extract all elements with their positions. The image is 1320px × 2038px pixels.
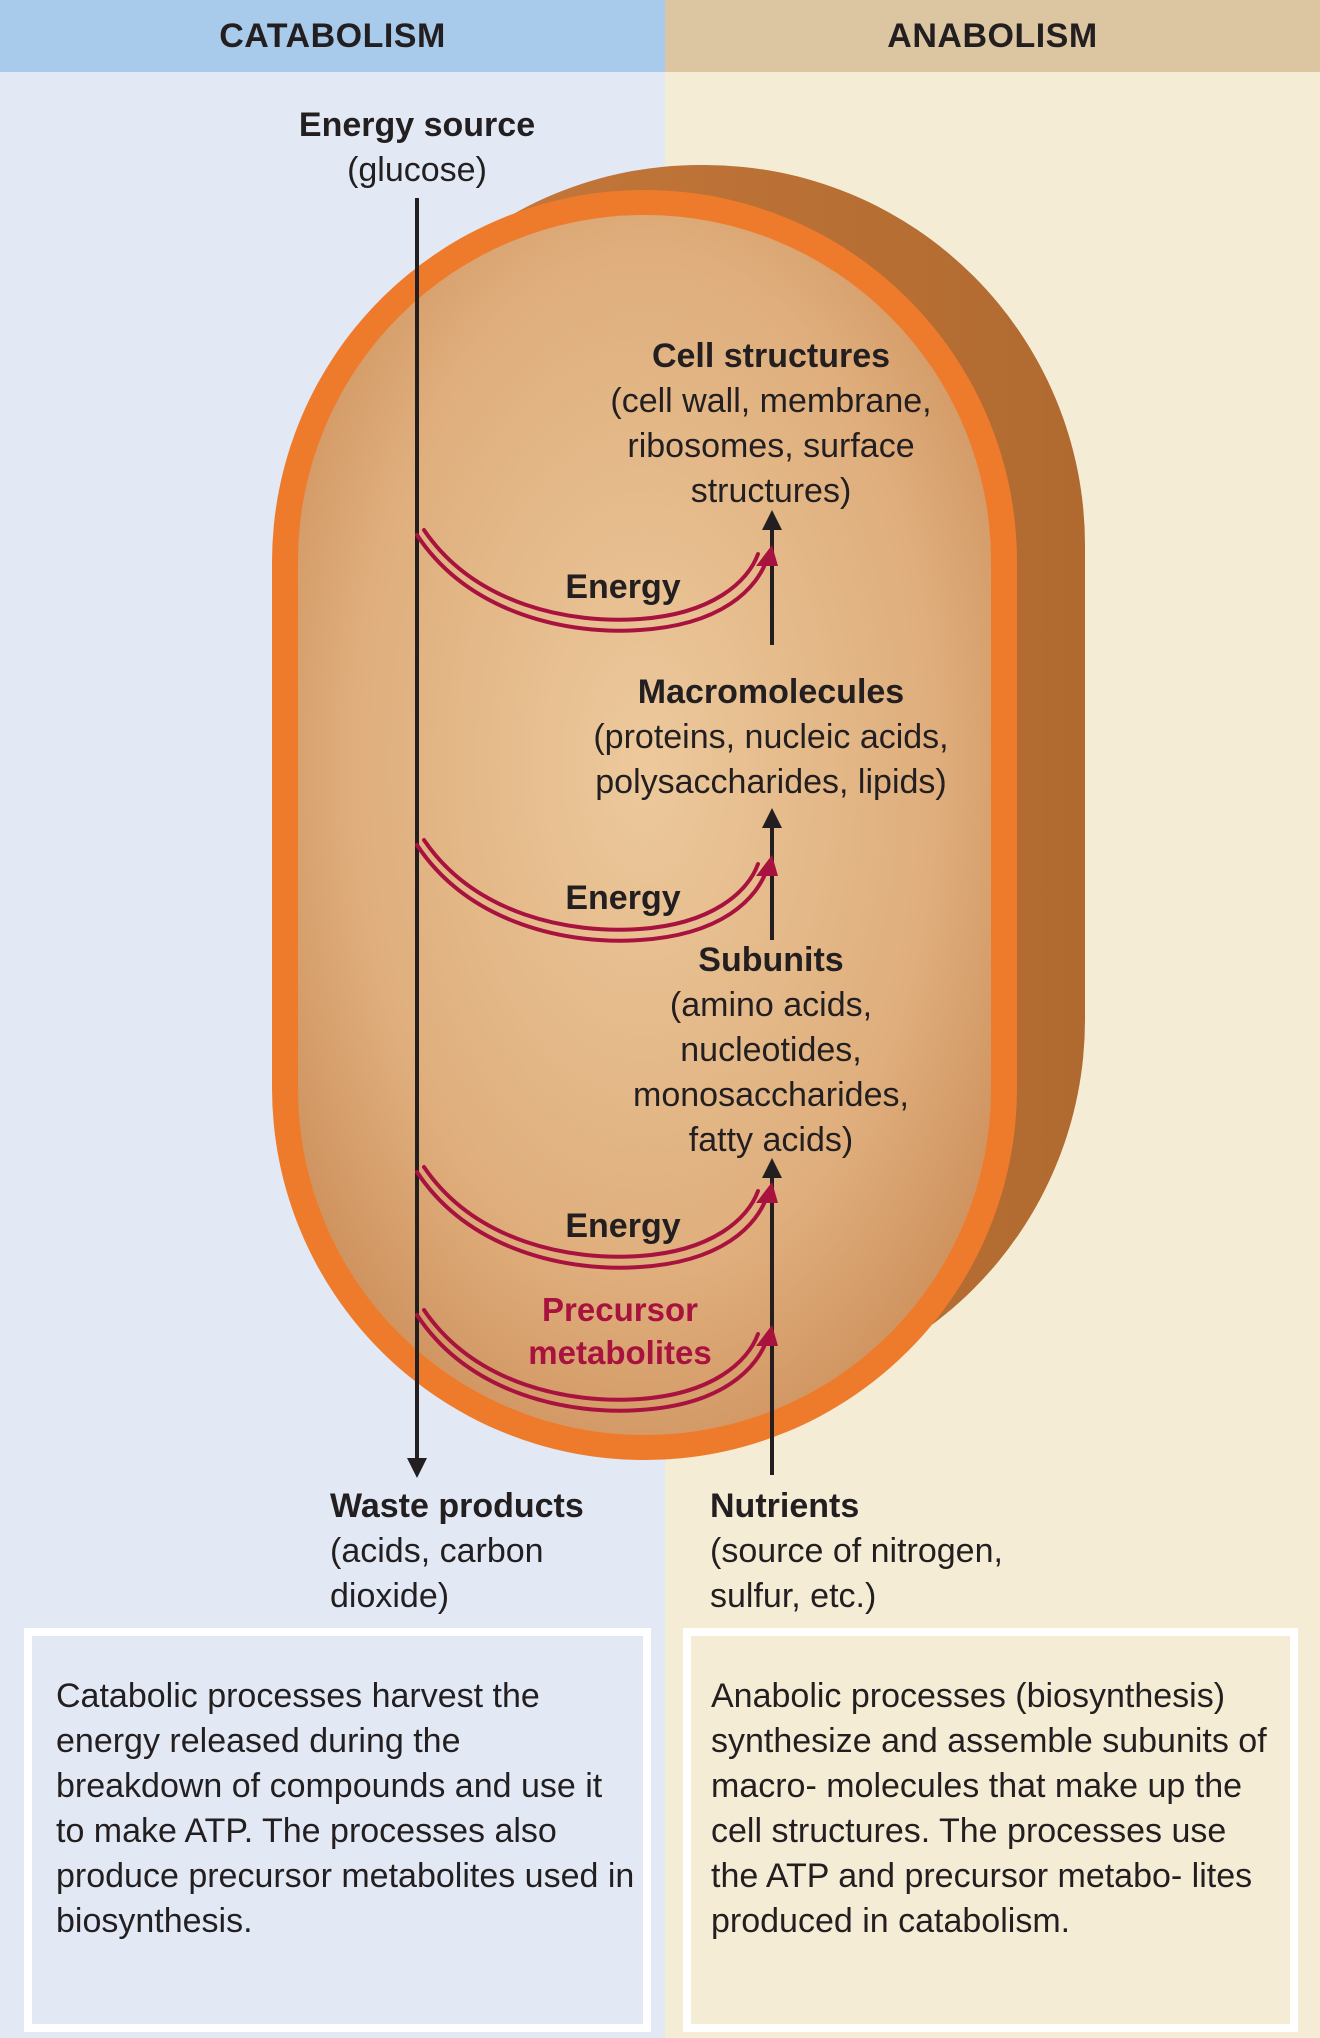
energy-arrow-3-outer <box>415 1170 770 1270</box>
macromolecules-line: polysaccharides, lipids) <box>595 763 947 801</box>
precursor-metabolites-label: Precursor metabolites <box>500 1288 740 1374</box>
waste-products-line: (acids, carbon <box>330 1532 544 1570</box>
energy-source-detail: (glucose) <box>347 151 487 189</box>
nutrients-title: Nutrients <box>710 1487 860 1525</box>
precursor-line: metabolites <box>528 1334 712 1371</box>
energy-arrow-3-inner <box>422 1165 760 1259</box>
cell-structures-label: Cell structures (cell wall, membrane, ri… <box>548 334 994 514</box>
subunits-label: Subunits (amino acids, nucleotides, mono… <box>548 938 994 1163</box>
precursor-arrowhead <box>756 1325 778 1346</box>
cell-structures-line: (cell wall, membrane, <box>610 382 932 420</box>
waste-products-label: Waste products (acids, carbon dioxide) <box>330 1484 650 1619</box>
waste-products-line: dioxide) <box>330 1577 450 1615</box>
catabolism-header: CATABOLISM <box>0 0 665 72</box>
energy-label-3: Energy <box>565 1207 681 1245</box>
energy-label-2: Energy <box>565 879 681 917</box>
anabolism-header: ANABOLISM <box>665 0 1320 72</box>
precursor-arrow-outer <box>415 1313 770 1413</box>
subunits-title: Subunits <box>698 941 844 979</box>
cell-structures-title: Cell structures <box>651 337 891 375</box>
energy-label-1: Energy <box>565 568 681 606</box>
subunits-line: nucleotides, <box>680 1031 862 1069</box>
energy-arrow-2-inner <box>422 838 760 932</box>
anabolic-description-text: Anabolic processes (biosynthesis) synthe… <box>711 1677 1267 1940</box>
nutrients-line: sulfur, etc.) <box>710 1577 877 1615</box>
energy-arrow-2-outer <box>415 843 770 943</box>
cell-interior <box>298 215 991 1435</box>
precursor-line: Precursor <box>542 1291 698 1328</box>
macromolecules-title: Macromolecules <box>637 673 905 711</box>
subunits-line: monosaccharides, <box>633 1076 909 1114</box>
macromolecules-label: Macromolecules (proteins, nucleic acids,… <box>548 670 994 805</box>
cell-structures-line: ribosomes, surface <box>627 427 915 465</box>
energy-arrow-1-outer <box>415 533 770 633</box>
nutrients-line: (source of nitrogen, <box>710 1532 1003 1570</box>
nutrients-label: Nutrients (source of nitrogen, sulfur, e… <box>710 1484 1110 1619</box>
energy-source-title: Energy source <box>298 106 536 144</box>
waste-products-title: Waste products <box>330 1487 584 1525</box>
precursor-arrow-inner <box>422 1308 760 1402</box>
energy-arrowhead-3 <box>756 1182 778 1203</box>
cell-structures-line: structures) <box>690 472 852 510</box>
energy-arrowhead-2 <box>756 855 778 876</box>
subunits-line: (amino acids, <box>669 986 873 1024</box>
energy-arrow-1-inner <box>422 528 760 622</box>
energy-source-label: Energy source (glucose) <box>237 103 597 193</box>
catabolic-description-box: Catabolic processes harvest the energy r… <box>24 1628 651 2032</box>
anabolic-description-box: Anabolic processes (biosynthesis) synthe… <box>683 1628 1298 2032</box>
macromolecules-line: (proteins, nucleic acids, <box>593 718 949 756</box>
catabolic-description-text: Catabolic processes harvest the energy r… <box>56 1677 635 1940</box>
subunits-line: fatty acids) <box>688 1121 854 1159</box>
energy-arrowhead-1 <box>756 545 778 566</box>
